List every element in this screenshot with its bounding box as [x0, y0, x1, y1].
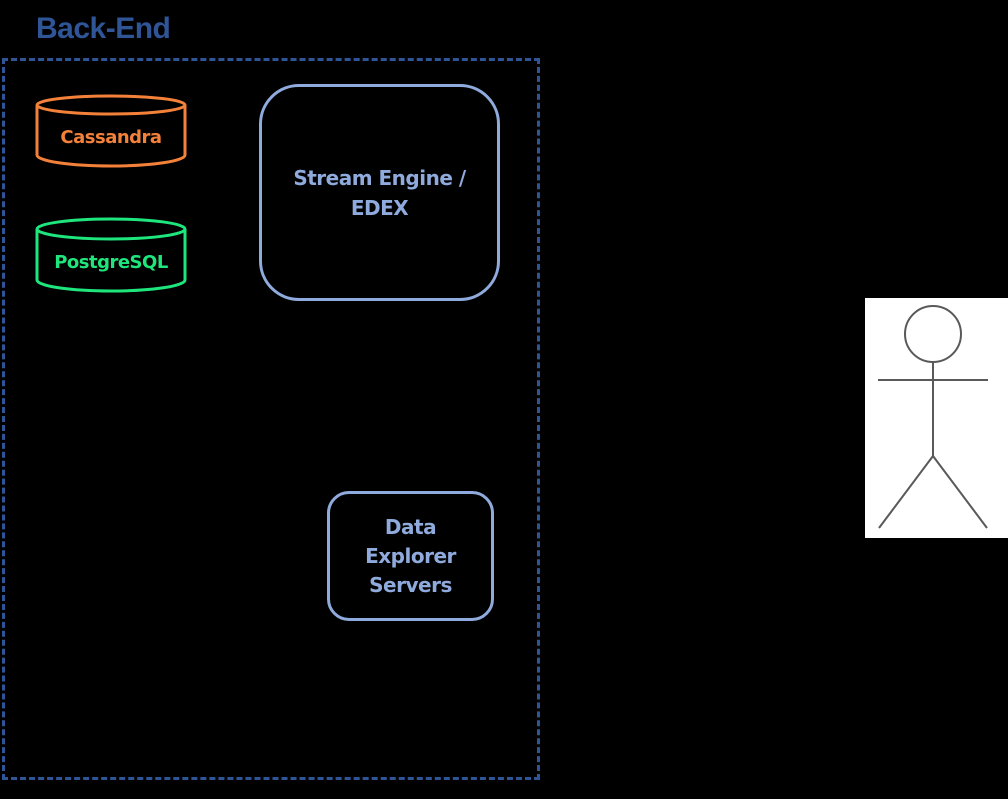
stream-engine-box: Stream Engine / EDEX	[259, 84, 500, 301]
stream-engine-label: Stream Engine / EDEX	[293, 165, 466, 220]
postgresql-label: PostgreSQL	[54, 252, 168, 273]
user-actor	[865, 298, 1008, 538]
back-end-boundary	[2, 58, 540, 780]
back-end-title: Back-End	[36, 12, 171, 45]
cassandra-label: Cassandra	[60, 127, 161, 148]
data-explorer-servers-label: Data Explorer Servers	[365, 514, 456, 597]
postgresql-database-icon: PostgreSQL	[35, 217, 187, 293]
cassandra-database-icon: Cassandra	[35, 94, 187, 168]
stick-figure-actor-icon	[878, 305, 988, 529]
data-explorer-servers-box: Data Explorer Servers	[327, 491, 494, 621]
